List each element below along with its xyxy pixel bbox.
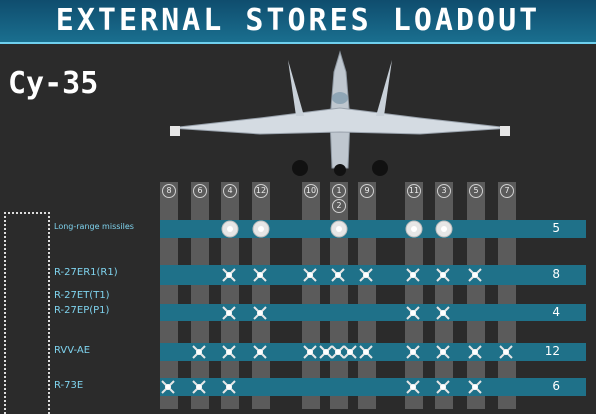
- side-frame: [4, 212, 50, 414]
- missile-icon: [159, 378, 177, 396]
- missile-icon: [404, 266, 422, 284]
- row-label: Long-range missiles: [54, 222, 134, 231]
- pylon-number: 4: [223, 184, 237, 198]
- missile-icon: [317, 343, 335, 361]
- pylon-8[interactable]: 8: [160, 182, 178, 409]
- row-label: R-27ER1(R1): [54, 267, 118, 278]
- pylon-5[interactable]: 5: [467, 182, 485, 409]
- missile-icon: [190, 378, 208, 396]
- aircraft-name: Су-35: [8, 66, 99, 101]
- missile-icon: [329, 266, 347, 284]
- missile-icon: [357, 266, 375, 284]
- pylon-3[interactable]: 3: [435, 182, 453, 409]
- pylon-number: 3: [437, 184, 451, 198]
- pylon-number: 2: [332, 199, 346, 213]
- pylon-number: 7: [500, 184, 514, 198]
- row-count: 12: [544, 344, 560, 358]
- missile-icon: [301, 343, 319, 361]
- pylon-6[interactable]: 6: [191, 182, 209, 409]
- pylon-number: 8: [162, 184, 176, 198]
- missile-icon: [220, 343, 238, 361]
- row-label: R-27EP(P1): [54, 305, 110, 316]
- row-label: R-27ET(T1): [54, 290, 110, 301]
- missile-icon: [466, 343, 484, 361]
- missile-icon: [341, 343, 359, 361]
- pylon-number: 1: [332, 184, 346, 198]
- header-bar: EXTERNAL STORES LOADOUT: [0, 0, 596, 44]
- pylon-10[interactable]: 10: [302, 182, 320, 409]
- pylon-number: 12: [254, 184, 268, 198]
- missile-icon: [434, 343, 452, 361]
- missile-icon: [220, 304, 238, 322]
- pylon-number: 11: [407, 184, 421, 198]
- row-count: 6: [552, 379, 560, 393]
- missile-icon: [251, 304, 269, 322]
- pylon-number: 10: [304, 184, 318, 198]
- pylon-9[interactable]: 9: [358, 182, 376, 409]
- missile-icon: [466, 266, 484, 284]
- missile-icon: [251, 343, 269, 361]
- page-title: EXTERNAL STORES LOADOUT: [55, 3, 541, 38]
- pylon-4[interactable]: 4: [221, 182, 239, 409]
- pylon-number: 9: [360, 184, 374, 198]
- pylon-7[interactable]: 7: [498, 182, 516, 409]
- missile-icon: [251, 219, 271, 239]
- aircraft-illustration: [169, 50, 511, 176]
- missile-icon: [466, 378, 484, 396]
- missile-icon: [404, 219, 424, 239]
- row-count: 5: [552, 221, 560, 235]
- stores-row[interactable]: 4: [160, 304, 586, 321]
- pylon-number: 6: [193, 184, 207, 198]
- row-count: 4: [552, 304, 560, 319]
- missile-icon: [434, 304, 452, 322]
- row-count: 8: [552, 267, 560, 281]
- missile-icon: [404, 343, 422, 361]
- missile-icon: [329, 219, 349, 239]
- missile-icon: [251, 266, 269, 284]
- missile-icon: [190, 343, 208, 361]
- missile-icon: [497, 343, 515, 361]
- pylon-number: 5: [469, 184, 483, 198]
- pylon-12[interactable]: 12: [252, 182, 270, 409]
- missile-icon: [404, 378, 422, 396]
- missile-icon: [434, 378, 452, 396]
- pylon-11[interactable]: 11: [405, 182, 423, 409]
- missile-icon: [301, 266, 319, 284]
- missile-icon: [329, 343, 347, 361]
- missile-icon: [434, 266, 452, 284]
- missile-icon: [357, 343, 375, 361]
- missile-icon: [220, 219, 240, 239]
- missile-icon: [220, 266, 238, 284]
- missile-icon: [404, 304, 422, 322]
- row-label: R-73E: [54, 380, 84, 391]
- row-label: RVV-AE: [54, 345, 91, 356]
- missile-icon: [434, 219, 454, 239]
- missile-icon: [220, 378, 238, 396]
